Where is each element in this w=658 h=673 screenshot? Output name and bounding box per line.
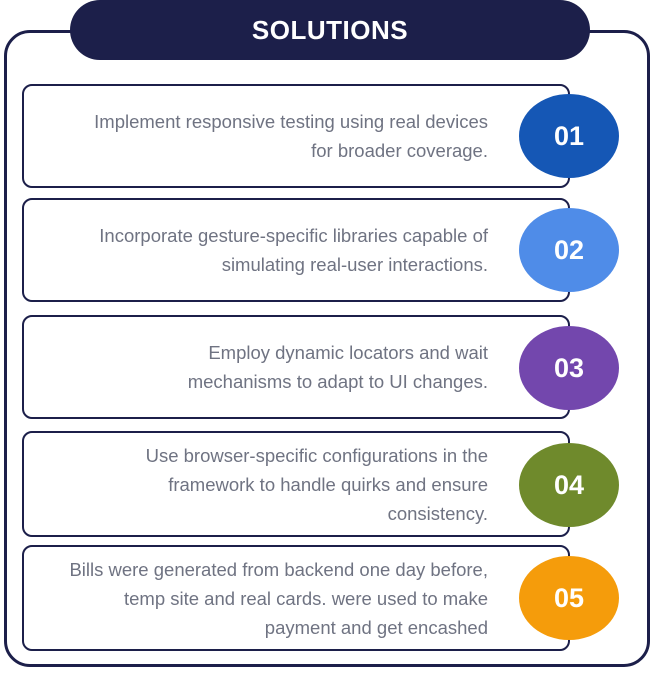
- header-banner: SOLUTIONS: [70, 0, 590, 60]
- solution-number-3: 03: [553, 352, 585, 383]
- solution-number-1: 01: [553, 120, 585, 151]
- solution-number-badge-2: 02: [519, 208, 619, 292]
- solution-text-1: Implement responsive testing using real …: [94, 111, 488, 161]
- solution-text-2: Incorporate gesture-specific libraries c…: [99, 225, 488, 275]
- solution-number-badge-4: 04: [519, 443, 619, 527]
- solution-text-5: Bills were generated from backend one da…: [69, 558, 488, 638]
- solution-card-3: Employ dynamic locators and wait mechani…: [22, 315, 570, 419]
- solution-number-2: 02: [553, 234, 585, 265]
- solution-card-2: Incorporate gesture-specific libraries c…: [22, 198, 570, 302]
- solution-text-3: Employ dynamic locators and wait mechani…: [187, 342, 488, 392]
- solution-text-4: Use browser-specific configurations in t…: [145, 444, 488, 524]
- solution-card-4: Use browser-specific configurations in t…: [22, 431, 570, 537]
- solution-number-badge-3: 03: [519, 326, 619, 410]
- solution-number-4: 04: [553, 469, 585, 500]
- solution-card-1: Implement responsive testing using real …: [22, 84, 570, 188]
- solution-number-badge-1: 01: [519, 94, 619, 178]
- header-title: SOLUTIONS: [251, 14, 409, 45]
- solution-number-badge-5: 05: [519, 556, 619, 640]
- solution-card-5: Bills were generated from backend one da…: [22, 545, 570, 651]
- solution-number-5: 05: [553, 582, 585, 613]
